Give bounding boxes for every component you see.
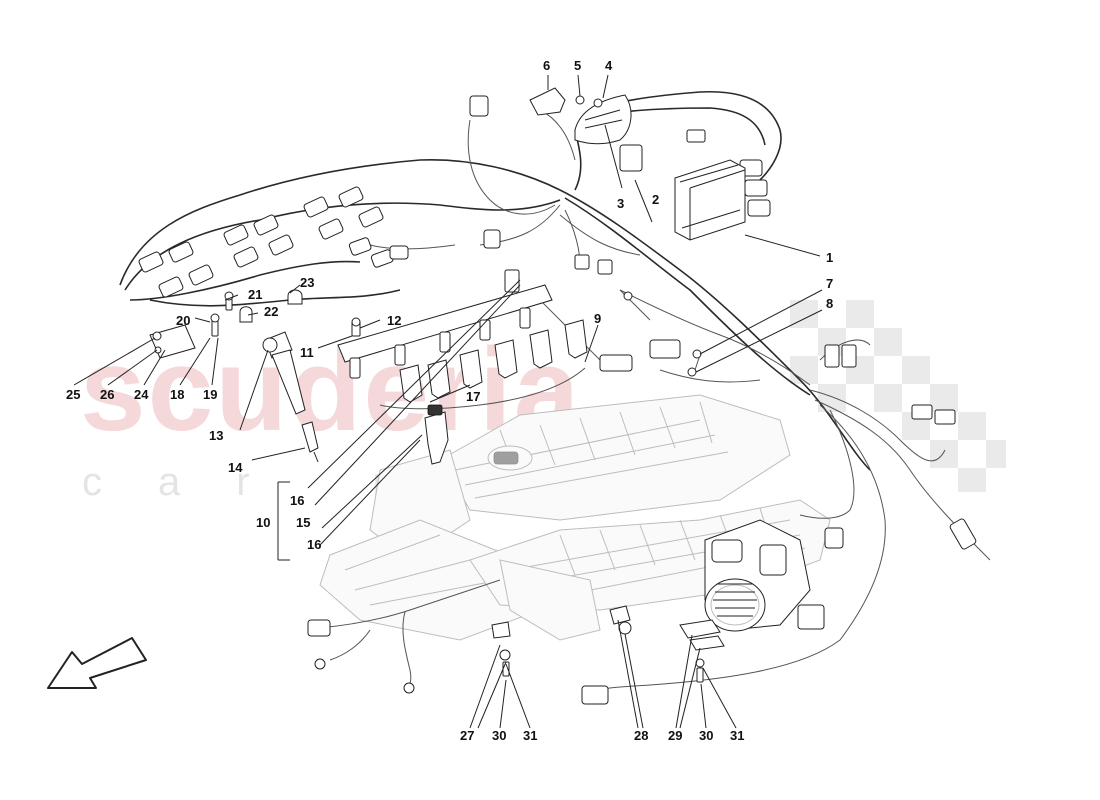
callout-16-upper: 16 (290, 493, 304, 508)
callout-3: 3 (617, 196, 624, 211)
callout-16-lower: 16 (307, 537, 321, 552)
ecu-module (674, 159, 746, 241)
callout-10: 10 (256, 515, 270, 530)
callout-13: 13 (209, 428, 223, 443)
callout-14: 14 (228, 460, 243, 475)
callout-30-left: 30 (492, 728, 506, 743)
callout-26: 26 (100, 387, 114, 402)
callout-31-right: 31 (730, 728, 744, 743)
callout-11: 11 (300, 345, 314, 360)
callout-18: 18 (170, 387, 184, 402)
callout-8: 8 (826, 296, 833, 311)
callout-25: 25 (66, 387, 80, 402)
callout-6: 6 (543, 58, 550, 73)
callout-15: 15 (296, 515, 310, 530)
callout-17: 17 (466, 389, 480, 404)
wiring-harness (119, 90, 991, 693)
coil-connectors (138, 95, 613, 298)
spark-plug (301, 421, 319, 463)
callout-28: 28 (634, 728, 648, 743)
callout-27: 27 (460, 728, 474, 743)
ignition-coil (262, 331, 306, 415)
callout-12: 12 (387, 313, 401, 328)
callout-9: 9 (594, 311, 601, 326)
callout-29: 29 (668, 728, 682, 743)
callout-numbers: 1 2 3 4 5 6 7 8 9 10 11 12 13 14 15 16 1… (66, 58, 833, 743)
harness-grommet (529, 87, 632, 145)
leader-lines (73, 74, 823, 729)
throttle-body (704, 519, 811, 632)
callout-21: 21 (248, 287, 262, 302)
callout-19: 19 (203, 387, 217, 402)
sensor-connectors (307, 129, 977, 705)
callout-23: 23 (300, 275, 314, 290)
callout-5: 5 (574, 58, 581, 73)
fuel-rail (337, 269, 553, 379)
fasteners (149, 289, 725, 683)
callout-24: 24 (134, 387, 149, 402)
callout-2: 2 (652, 192, 659, 207)
checkered-flag (790, 300, 1006, 492)
callout-31-left: 31 (523, 728, 537, 743)
callout-30-right: 30 (699, 728, 713, 743)
callout-20: 20 (176, 313, 190, 328)
callout-1: 1 (826, 250, 833, 265)
callout-4: 4 (605, 58, 613, 73)
callout-7: 7 (826, 276, 833, 291)
arrow-down-left-icon (47, 637, 147, 689)
fuel-injectors (399, 319, 588, 465)
callout-22: 22 (264, 304, 278, 319)
